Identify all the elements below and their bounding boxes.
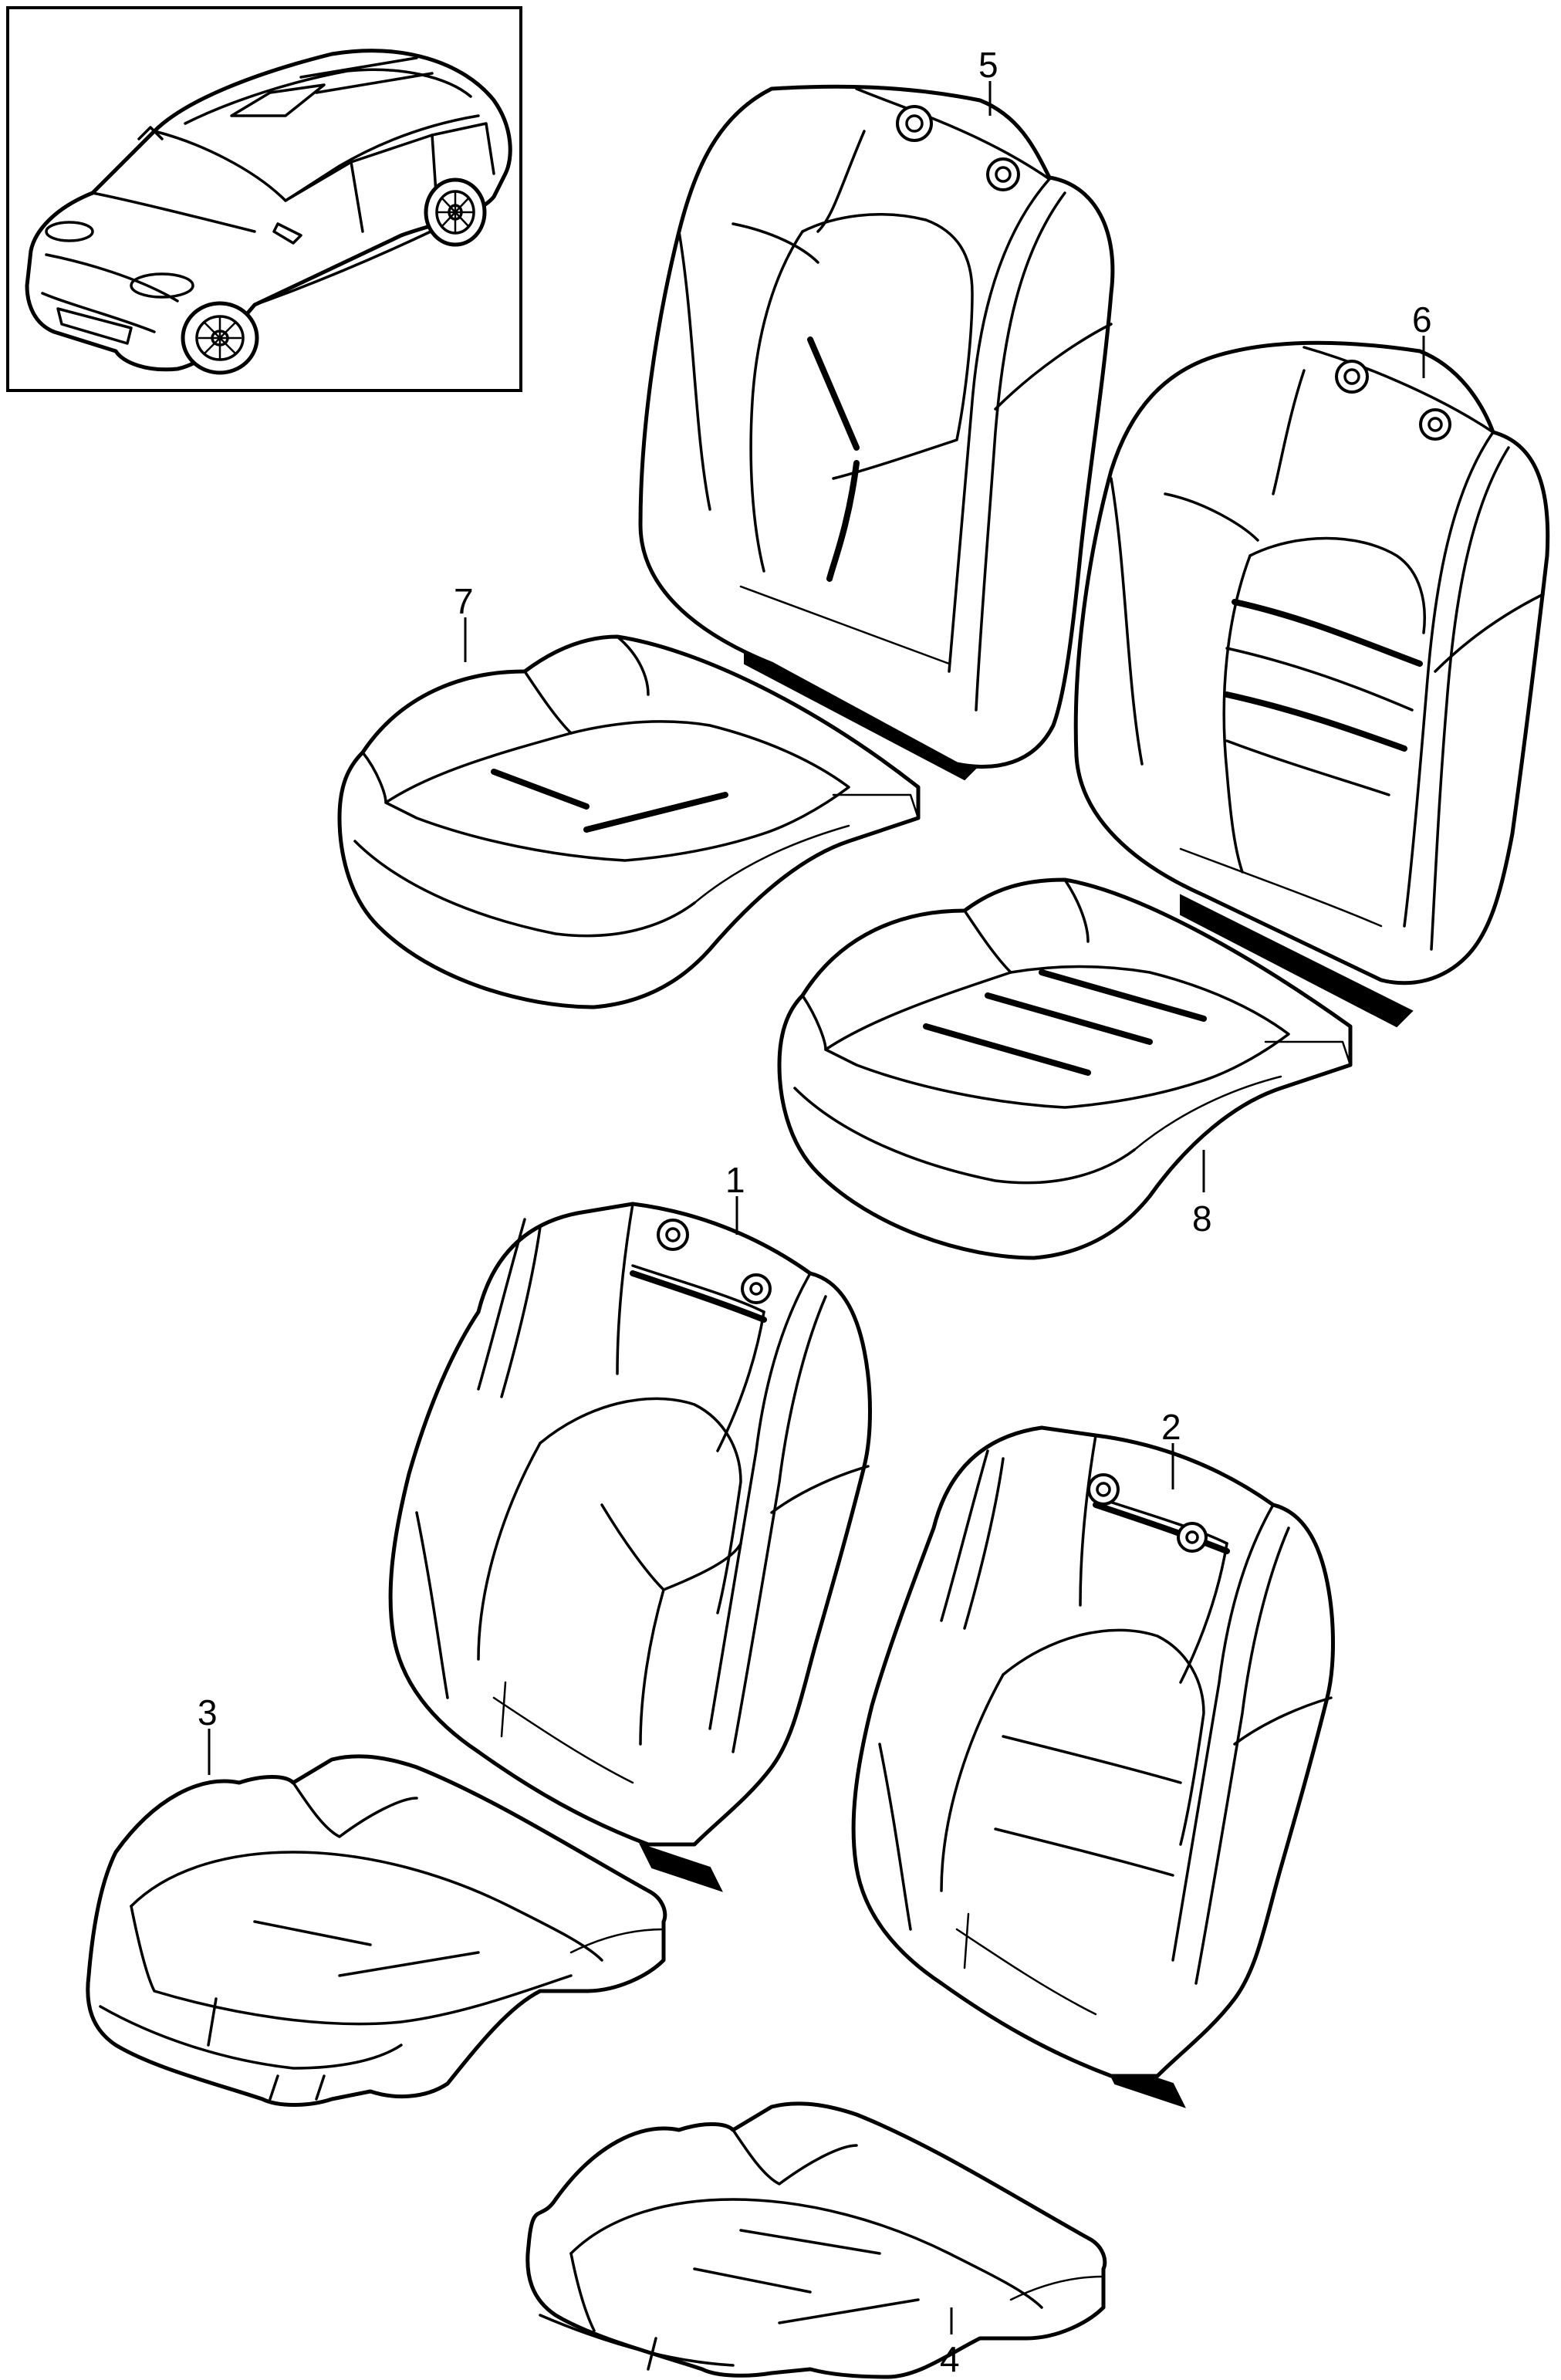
callout-leaders [208,81,1425,2334]
callout-1: 1 [725,1160,745,1200]
callout-6: 6 [1412,299,1432,340]
callout-4: 4 [940,2339,960,2379]
callout-2: 2 [1161,1407,1181,1447]
part-7-cushion-cover [337,634,921,1009]
part-5-backrest-cover [638,84,1115,781]
callout-7: 7 [454,581,474,621]
callout-8: 8 [1192,1198,1212,1239]
part-4-cushion-frame [525,2101,1107,2379]
part-2-backrest-frame [851,1425,1335,2108]
vehicle-thumbnail [6,6,522,392]
callout-5: 5 [978,45,998,85]
part-8-cushion-cover [777,877,1353,1260]
part-3-cushion-frame [86,1754,667,2107]
part-6-backrest-cover [1073,340,1550,1028]
callout-numbers: 5 6 7 8 1 2 3 4 [198,45,1432,2379]
callout-3: 3 [198,1692,218,1733]
part-1-backrest-frame [388,1202,872,1892]
